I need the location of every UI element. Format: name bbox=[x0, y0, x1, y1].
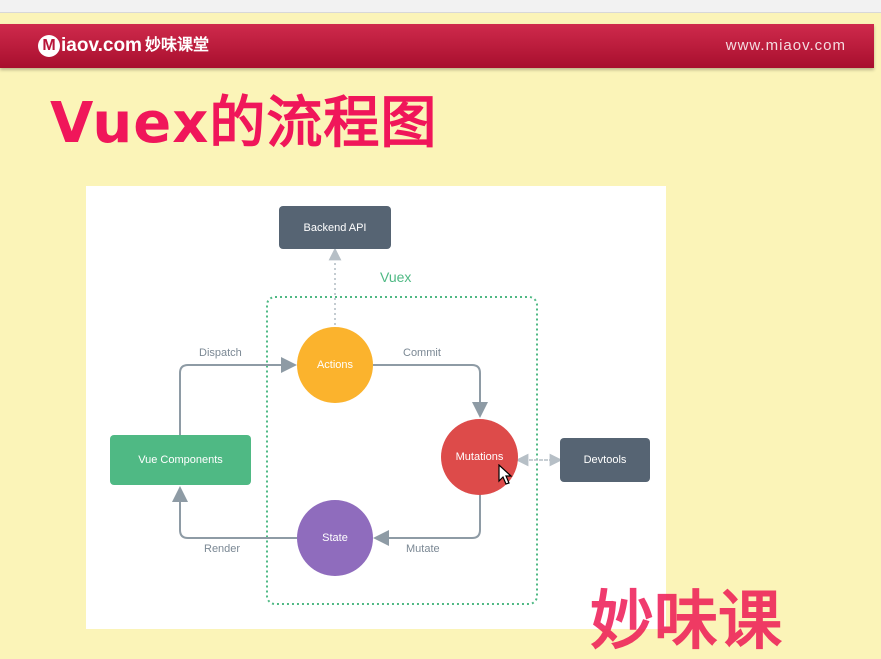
dispatch-label: Dispatch bbox=[199, 347, 242, 359]
vuex-flow-diagram: Vuex Backend API Actions Mutations State… bbox=[86, 186, 666, 629]
dispatch-arrow bbox=[179, 357, 297, 435]
vuex-group-label: Vuex bbox=[380, 269, 412, 285]
window-top-strip bbox=[0, 0, 881, 13]
vuex-group-border bbox=[266, 296, 538, 605]
vue-components-node: Vue Components bbox=[110, 435, 251, 485]
actions-node: Actions bbox=[297, 327, 373, 403]
devtools-node: Devtools bbox=[560, 438, 650, 482]
brand-name-cn: 妙味课堂 bbox=[144, 37, 209, 54]
diagram-connectors bbox=[172, 247, 563, 605]
mutate-arrow bbox=[373, 494, 481, 546]
commit-label: Commit bbox=[403, 347, 441, 359]
miaov-watermark: 妙味课 bbox=[590, 585, 782, 659]
brand-name: iaov.com bbox=[61, 35, 142, 56]
slide-title: Vuex的流程图 bbox=[50, 91, 438, 156]
slide-header-bar: M iaov.com 妙味课堂 www.miaov.com bbox=[0, 24, 874, 68]
backend-api-node: Backend API bbox=[279, 206, 391, 249]
miaov-logo: M iaov.com 妙味课堂 bbox=[38, 33, 209, 59]
site-url: www.miaov.com bbox=[725, 37, 846, 54]
state-node: State bbox=[297, 500, 373, 576]
commit-arrow bbox=[373, 364, 488, 418]
mutate-label: Mutate bbox=[406, 543, 440, 555]
render-arrow bbox=[172, 486, 297, 539]
brand-mark: M bbox=[38, 35, 60, 57]
render-label: Render bbox=[204, 543, 241, 555]
mouse-pointer-icon bbox=[498, 464, 513, 485]
